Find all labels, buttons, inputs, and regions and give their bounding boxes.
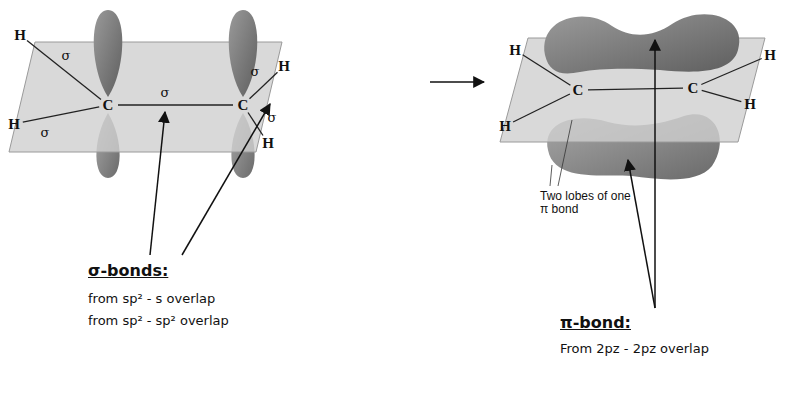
atom-label: H [278, 58, 290, 75]
p-orbital-lobe [229, 10, 258, 97]
bond-lines [513, 55, 762, 122]
callout-note: Two lobes of one π bond [540, 190, 632, 216]
overlap-description: from sp² - s overlap [88, 292, 215, 306]
atom-label: C [688, 80, 699, 97]
p-orbital-lobe [94, 10, 123, 97]
atom-label: H [744, 96, 756, 113]
atom-label: H [8, 116, 20, 133]
atom-label: C [238, 97, 249, 114]
atom-label: H [509, 42, 521, 59]
bond-label: σ [268, 111, 277, 125]
atom-label: H [764, 47, 776, 64]
atom-label: H [14, 27, 26, 44]
atom-label: H [499, 118, 511, 135]
bond-label: σ [62, 49, 71, 63]
reaction-arrow [430, 81, 484, 83]
overlap-description: From 2pz - 2pz overlap [560, 342, 709, 356]
atom-label: H [262, 135, 274, 152]
atom-label: C [103, 97, 114, 114]
overlap-description: from sp² - sp² overlap [88, 314, 229, 328]
atom-label: C [573, 82, 584, 99]
bond-label: σ [161, 86, 170, 100]
bond-label: σ [41, 126, 50, 140]
bond-lines [23, 41, 278, 136]
section-heading: σ-bonds: [88, 262, 168, 280]
leader-lines [550, 120, 572, 186]
bond-label: σ [251, 65, 260, 79]
pi-lobe [544, 14, 739, 73]
pointer-arrows [150, 40, 655, 308]
section-heading: π-bond: [560, 314, 631, 332]
